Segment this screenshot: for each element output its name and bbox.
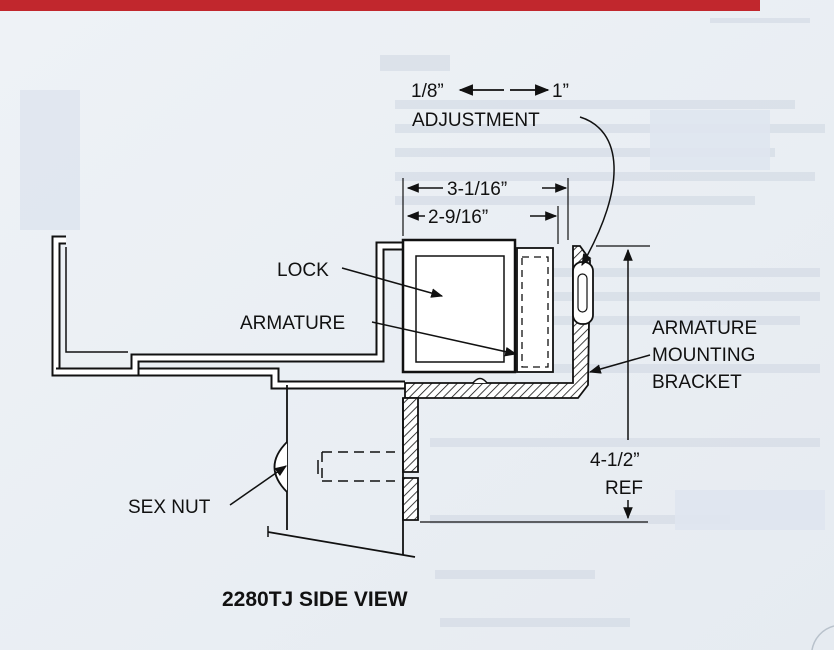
dimension-lines [402,84,650,523]
armature [516,247,554,373]
leader-lines [229,116,651,506]
dim-min-label: 1/8” [411,81,444,102]
dim-outer-label: 3-1/16” [447,179,507,200]
dim-max-label: 1” [552,81,569,102]
diagram-caption: 2280TJ SIDE VIEW [222,588,408,611]
sex-nut-label: SEX NUT [128,497,211,518]
top-red-rule [0,0,760,11]
bracket-label-line3: BRACKET [652,372,742,393]
door [267,385,416,558]
sex-nut [273,441,395,493]
height-value-label: 4-1/2” [590,450,640,471]
labels: 1/8” 1” ADJUSTMENT 3-1/16” 2-9/16” LOCK … [128,81,757,611]
lock-label: LOCK [277,260,329,281]
dim-inner-label: 2-9/16” [428,207,488,228]
door-frame [51,235,405,390]
height-ref-label: REF [605,478,643,499]
adjustment-label: ADJUSTMENT [412,110,540,131]
lock-body [401,238,517,374]
armature-label: ARMATURE [240,313,345,334]
bracket-label-line2: MOUNTING [652,345,755,366]
bracket-label-line1: ARMATURE [652,318,757,339]
